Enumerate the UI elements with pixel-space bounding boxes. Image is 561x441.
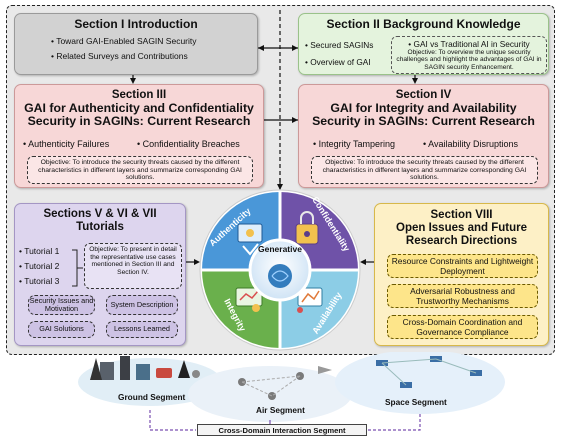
air-segment-label: Air Segment — [256, 405, 305, 415]
tutorial-item: • Tutorial 2 — [19, 261, 60, 271]
space-segment-label: Space Segment — [385, 397, 447, 407]
space-network-icon — [376, 356, 482, 388]
section-4-bullet: • Integrity Tampering — [313, 139, 396, 149]
authenticity-icon — [237, 223, 263, 256]
section-2-bullet: • Secured SAGINs — [305, 40, 374, 50]
generative-label: Generative — [258, 244, 302, 254]
section-1-title: Section I Introduction — [74, 17, 198, 31]
brain-icon — [268, 264, 292, 288]
research-direction-item: Resource Constraints and Lightweight Dep… — [387, 254, 538, 278]
sagin-segments-illustration — [78, 352, 505, 431]
section-8-box: Section VIII Open Issues and Future Rese… — [374, 203, 549, 346]
air-network-icon — [238, 366, 332, 400]
section-3-title: Section III GAI for Authenticity and Con… — [24, 89, 254, 128]
tutorial-pill: System Description — [106, 295, 178, 315]
tutorial-item: • Tutorial 3 — [19, 276, 60, 286]
section-2-objective-text: Objective: To overview the unique securi… — [396, 49, 542, 71]
section-2-title: Section II Background Knowledge — [326, 17, 521, 31]
section-8-title: Section VIII Open Issues and Future Rese… — [396, 209, 527, 247]
space-segment-area — [335, 352, 505, 414]
section-4-bullet: • Availability Disruptions — [423, 139, 519, 149]
tutorial-pill: Lessons Learned — [106, 321, 178, 338]
section-2-objective: • GAI vs Traditional AI in Security Obje… — [391, 36, 547, 74]
tutorial-pill: GAI Solutions — [28, 321, 95, 338]
section-2-box: Section II Background Knowledge • Secure… — [298, 13, 549, 75]
research-direction-item: Adversarial Robustness and Trustworthy M… — [387, 284, 538, 308]
section-3-bullet: • Authenticity Failures — [23, 139, 110, 149]
security-wheel — [199, 189, 361, 351]
section-3-box: Section III GAI for Authenticity and Con… — [14, 84, 264, 188]
availability-icon — [297, 287, 323, 313]
section-5-box: Sections V & VI & VII Tutorials • Tutori… — [14, 203, 186, 346]
ground-network-icon — [90, 356, 200, 380]
section-5-title: Sections V & VI & VII Tutorials — [43, 208, 157, 233]
section-5-objective: Objective: To present in detail the repr… — [84, 243, 182, 289]
integrity-icon — [235, 287, 263, 312]
cross-domain-label: Cross-Domain Interaction Segment — [197, 424, 367, 436]
section-1-box: Section I Introduction • Toward GAI-Enab… — [14, 13, 258, 75]
tutorial-item: • Tutorial 1 — [19, 246, 60, 256]
section-4-title: Section IV GAI for Integrity and Availab… — [312, 89, 535, 128]
ground-segment-label: Ground Segment — [118, 392, 186, 402]
research-direction-item: Cross-Domain Coordination and Governance… — [387, 315, 538, 339]
section-4-box: Section IV GAI for Integrity and Availab… — [298, 84, 549, 188]
section-4-objective: Objective: To introduce the security thr… — [311, 156, 538, 184]
tutorial-bracket — [72, 249, 83, 287]
section-2-bullet: • GAI vs Traditional AI in Security — [408, 39, 530, 49]
section-3-objective: Objective: To introduce the security thr… — [27, 156, 253, 184]
tutorial-pill: Security Issues and Motivation — [28, 295, 95, 315]
section-1-bullet: • Toward GAI-Enabled SAGIN Security — [51, 36, 197, 46]
section-1-bullet: • Related Surveys and Contributions — [51, 51, 188, 61]
section-2-bullet: • Overview of GAI — [305, 57, 371, 67]
section-3-bullet: • Confidentiality Breaches — [137, 139, 240, 149]
confidentiality-icon — [295, 211, 319, 245]
